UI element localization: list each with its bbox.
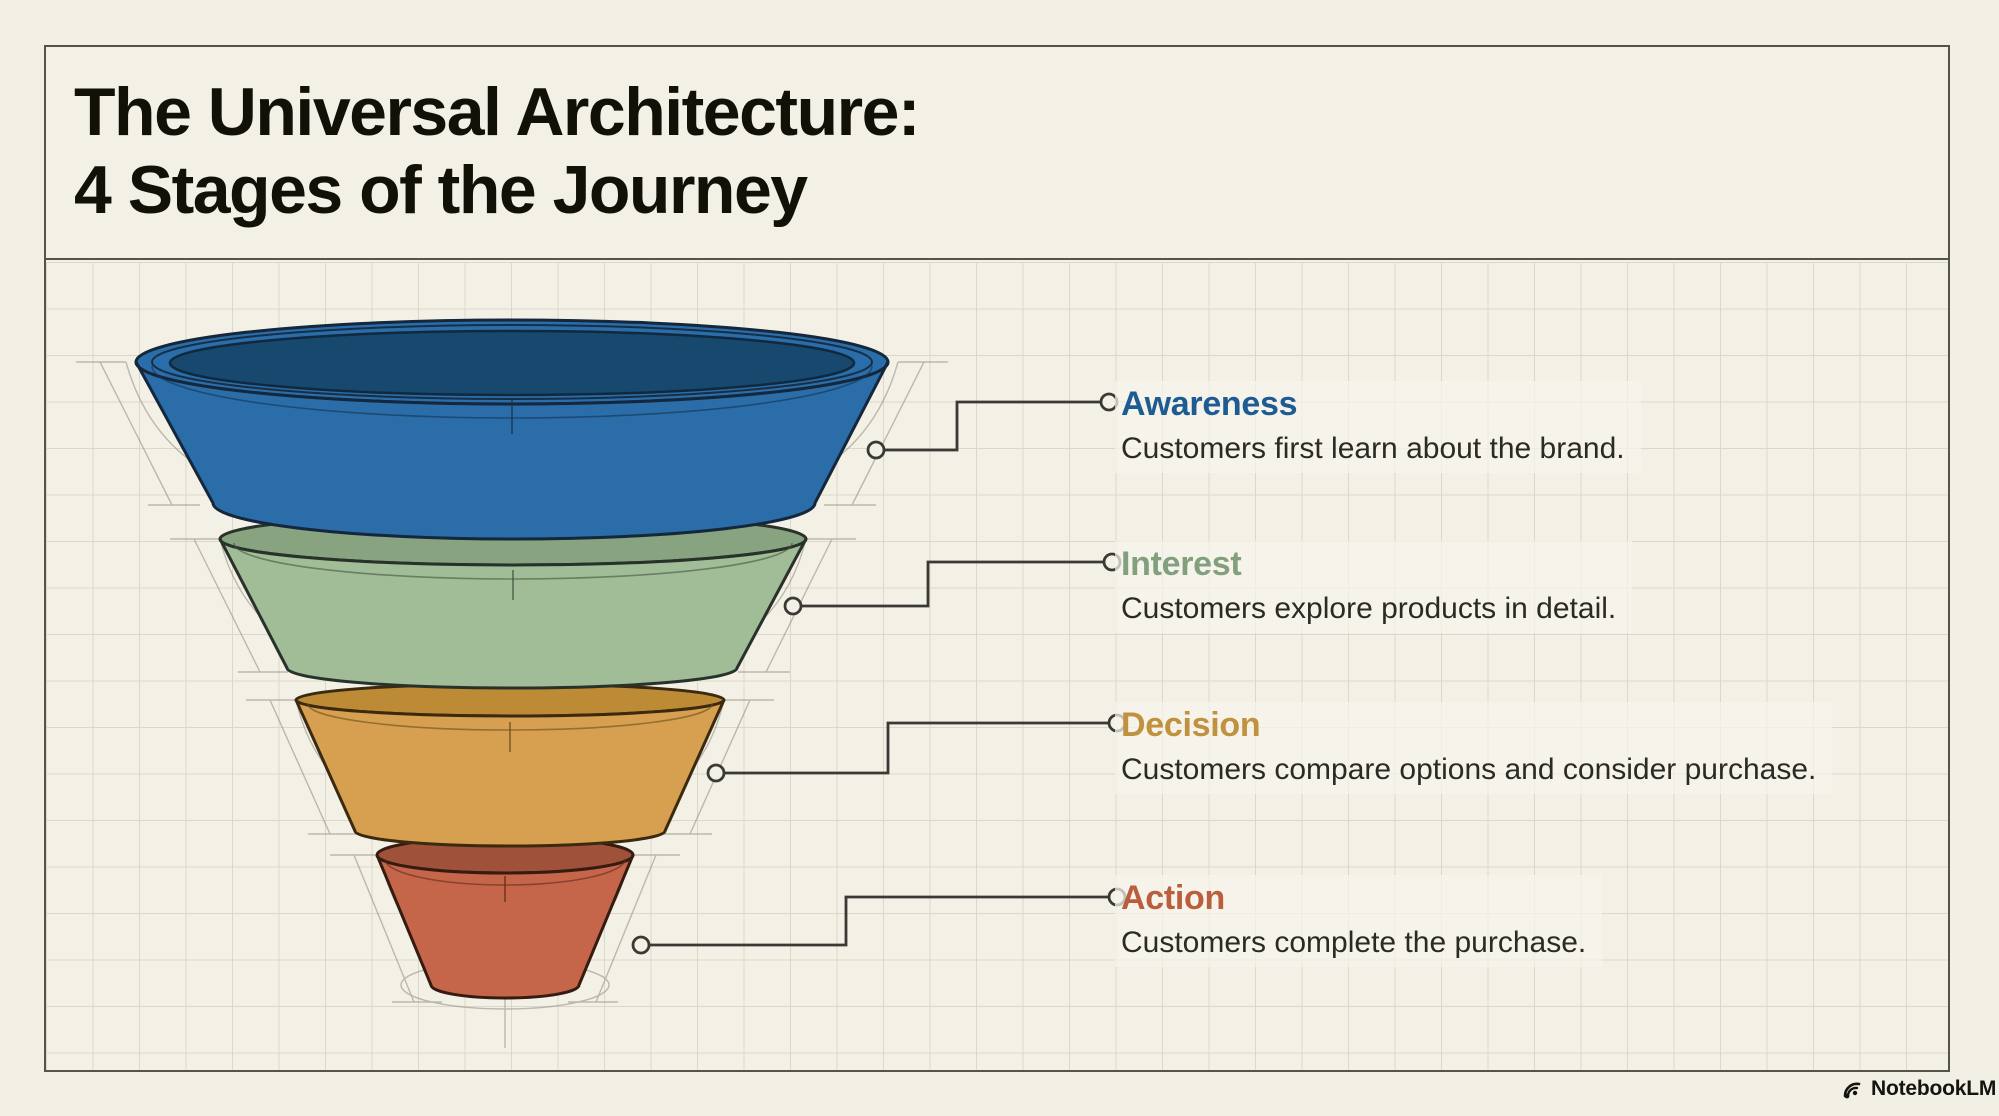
stage-label-interest: Interest Customers explore products in d… bbox=[1115, 541, 1633, 633]
page-title: The Universal Architecture: 4 Stages of … bbox=[74, 73, 921, 229]
stage-name-action: Action bbox=[1121, 879, 1225, 917]
stage-name-awareness: Awareness bbox=[1121, 385, 1298, 423]
notebooklm-logo-icon bbox=[1843, 1082, 1861, 1099]
stage-desc-interest: Customers explore products in detail. bbox=[1121, 592, 1617, 625]
stage-desc-decision: Customers compare options and consider p… bbox=[1121, 753, 1817, 786]
stage-desc-action: Customers complete the purchase. bbox=[1121, 926, 1587, 959]
stage-label-decision: Decision Customers compare options and c… bbox=[1115, 702, 1833, 794]
stage-name-decision: Decision bbox=[1121, 706, 1261, 744]
page-title-line1: The Universal Architecture: bbox=[74, 74, 921, 150]
grid-area bbox=[46, 262, 1948, 1070]
page-title-line2: 4 Stages of the Journey bbox=[74, 152, 808, 228]
stage-label-awareness: Awareness Customers first learn about th… bbox=[1115, 381, 1641, 473]
stage-name-interest: Interest bbox=[1121, 545, 1242, 583]
title-block: The Universal Architecture: 4 Stages of … bbox=[46, 47, 1948, 260]
stage-label-action: Action Customers complete the purchase. bbox=[1115, 875, 1603, 967]
brand-text: NotebookLM bbox=[1871, 1077, 1997, 1100]
stage-desc-awareness: Customers first learn about the brand. bbox=[1121, 432, 1625, 465]
footer-brand: NotebookLM bbox=[1840, 1077, 1996, 1101]
diagram-frame: The Universal Architecture: 4 Stages of … bbox=[44, 45, 1950, 1072]
